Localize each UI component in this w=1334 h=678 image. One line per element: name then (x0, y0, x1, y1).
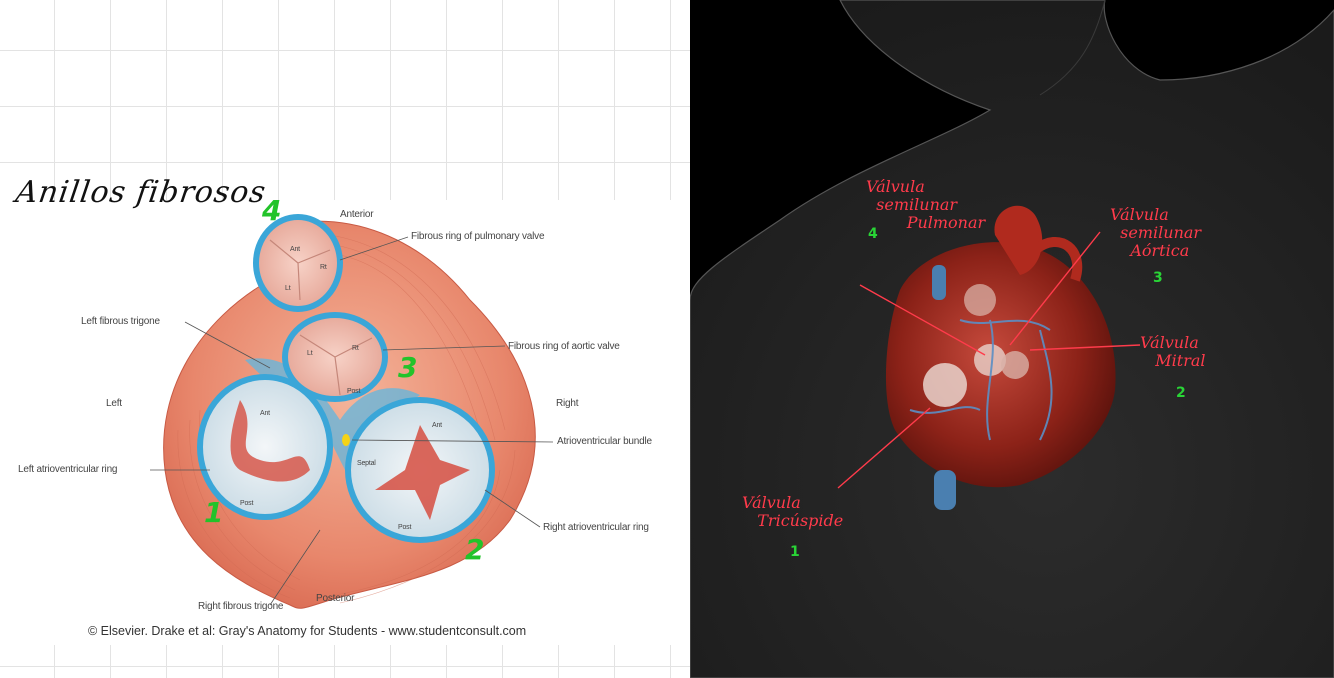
note-aortic-valve: Válvula semilunar Aórtica (1110, 206, 1201, 260)
cusp-label: Rt (320, 264, 327, 271)
tricuspid-valve (348, 400, 492, 540)
torso-heart-render (690, 0, 1334, 678)
cusp-label: Lt (307, 350, 312, 357)
note-mitral-valve: Válvula Mitral (1140, 334, 1206, 370)
green-number-pulmonar: 4 (868, 226, 878, 242)
cusp-label: Post (240, 500, 253, 507)
label-right: Right (556, 398, 578, 409)
cusp-label: Rt (352, 345, 359, 352)
fibrous-skeleton-diagram (0, 0, 690, 678)
pulmonary-valve (256, 217, 340, 309)
notes-page: Anillos fibrosos Anterior Fibrous ring o… (0, 0, 690, 678)
label-av-bundle: Atrioventricular bundle (557, 436, 652, 447)
label-right-av-ring: Right atrioventricular ring (543, 522, 649, 533)
label-left: Left (106, 398, 122, 409)
cusp-label: Ant (432, 422, 442, 429)
3d-heart-view: Válvula semilunar Pulmonar Válvula semil… (690, 0, 1334, 678)
label-posterior: Posterior (316, 593, 354, 604)
label-left-av-ring: Left atrioventricular ring (18, 464, 117, 475)
green-number-tricuspide: 1 (790, 544, 800, 560)
cusp-label: Post (398, 524, 411, 531)
label-right-trigone: Right fibrous trigone (198, 601, 283, 612)
cusp-label: Ant (260, 410, 270, 417)
label-pulmonary-ring: Fibrous ring of pulmonary valve (411, 231, 544, 242)
label-anterior: Anterior (340, 209, 373, 220)
green-number-pulmonary: 4 (262, 194, 281, 227)
handwritten-title: Anillos fibrosos (14, 175, 269, 210)
cusp-label: Septal (357, 460, 376, 467)
green-number-aortica: 3 (1153, 270, 1163, 286)
green-number-aortic: 3 (398, 351, 417, 384)
cusp-label: Ant (290, 246, 300, 253)
green-number-mitral: 2 (1176, 385, 1186, 401)
label-left-trigone: Left fibrous trigone (81, 316, 160, 327)
label-aortic-ring: Fibrous ring of aortic valve (508, 341, 620, 352)
cusp-label: Lt (285, 285, 290, 292)
green-number-tricuspid: 2 (465, 533, 484, 566)
av-bundle-marker (342, 434, 350, 446)
green-number-mitral: 1 (204, 496, 223, 529)
note-pulmonary-valve: Válvula semilunar Pulmonar (866, 178, 985, 232)
figure-credit: © Elsevier. Drake et al: Gray's Anatomy … (88, 624, 526, 638)
cusp-label: Post (347, 388, 360, 395)
note-tricuspid-valve: Válvula Tricúspide (742, 494, 843, 530)
